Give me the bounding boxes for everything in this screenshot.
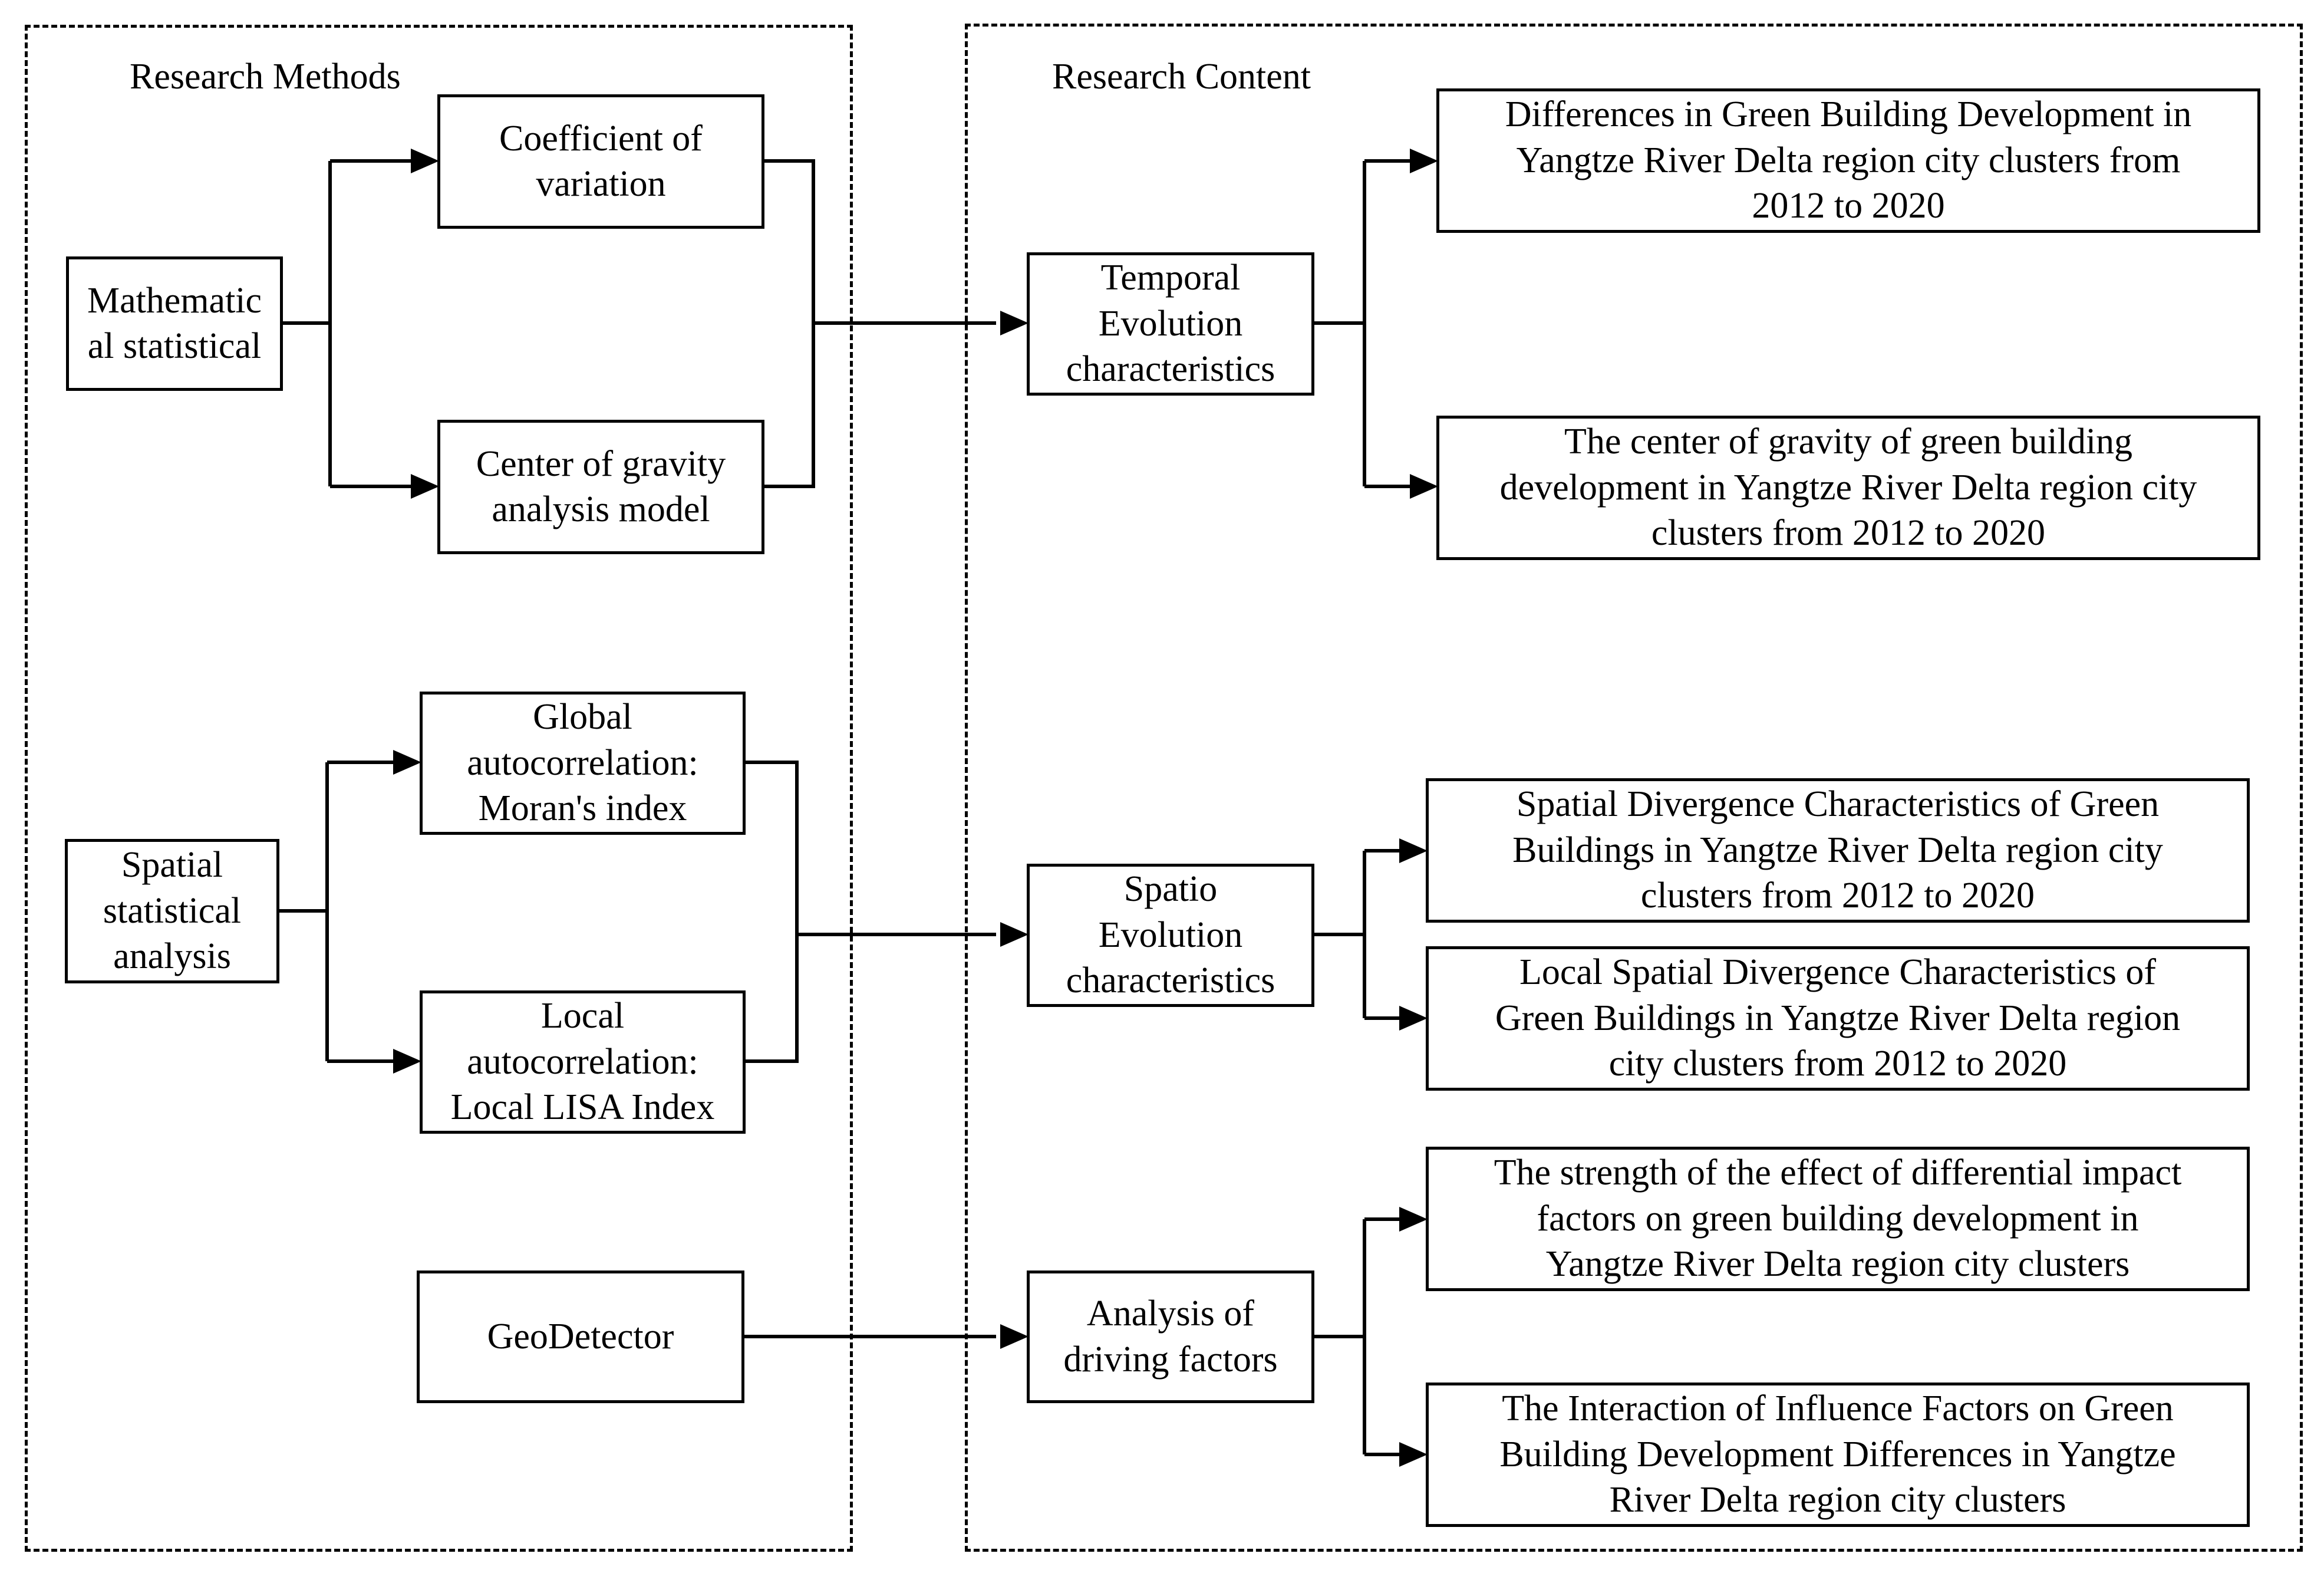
- temporal-evolution-box: Temporal Evolution characteristics: [1027, 252, 1314, 396]
- arrowhead-center-gravity: [1410, 474, 1438, 499]
- mathematical-statistical-box: Mathematic al statistical: [66, 256, 283, 391]
- research-methods-panel: [25, 25, 853, 1552]
- temporal-evolution-label: Temporal Evolution characteristics: [1066, 258, 1275, 390]
- differences-outcome-label: Differences in Green Building Developmen…: [1505, 94, 2192, 226]
- gravity-analysis-model-label: Center of gravity analysis model: [476, 443, 726, 530]
- global-autocorrelation-box: Global autocorrelation: Moran's index: [420, 692, 746, 835]
- global-autocorrelation-label: Global autocorrelation: Moran's index: [467, 697, 698, 829]
- spatial-divergence-outcome-label: Spatial Divergence Characteristics of Gr…: [1512, 784, 2163, 916]
- arrowhead-local-divergence: [1399, 1006, 1428, 1031]
- arrowhead-interaction: [1399, 1442, 1428, 1467]
- research-methods-title: Research Methods: [130, 57, 401, 97]
- driving-factors-label: Analysis of driving factors: [1063, 1293, 1278, 1380]
- arrowhead-spatio: [1000, 922, 1029, 947]
- arrowhead-differences: [1410, 149, 1438, 173]
- spatial-divergence-outcome-box: Spatial Divergence Characteristics of Gr…: [1426, 778, 2250, 923]
- center-gravity-outcome-box: The center of gravity of green building …: [1436, 416, 2260, 560]
- strength-effect-outcome-label: The strength of the effect of differenti…: [1494, 1153, 2182, 1285]
- connector-auto-out: [744, 761, 799, 1063]
- research-content-title: Research Content: [1052, 57, 1311, 97]
- arrowhead-temporal: [1000, 311, 1029, 335]
- differences-outcome-box: Differences in Green Building Developmen…: [1436, 88, 2260, 233]
- arrowhead-local-auto: [393, 1049, 421, 1074]
- connector-driving-split: [1313, 1219, 1366, 1454]
- connector-spatio-split: [1313, 851, 1366, 1018]
- spatial-statistical-analysis-label: Spatial statistical analysis: [103, 845, 242, 977]
- spatio-evolution-label: Spatio Evolution characteristics: [1066, 869, 1275, 1001]
- geodetector-label: GeoDetector: [487, 1316, 674, 1357]
- arrowhead-coefficient: [411, 149, 439, 173]
- connector-spatial-split: [278, 762, 329, 1061]
- spatio-evolution-box: Spatio Evolution characteristics: [1027, 864, 1314, 1007]
- driving-factors-box: Analysis of driving factors: [1027, 1271, 1314, 1403]
- local-divergence-outcome-label: Local Spatial Divergence Characteristics…: [1495, 952, 2181, 1084]
- connector-temporal-split: [1313, 161, 1366, 486]
- interaction-outcome-box: The Interaction of Influence Factors on …: [1426, 1383, 2250, 1527]
- local-autocorrelation-box: Local autocorrelation: Local LISA Index: [420, 990, 746, 1134]
- local-autocorrelation-label: Local autocorrelation: Local LISA Index: [450, 996, 715, 1128]
- coefficient-of-variation-label: Coefficient of variation: [499, 118, 703, 205]
- interaction-outcome-label: The Interaction of Influence Factors on …: [1499, 1388, 2176, 1520]
- arrowhead-strength-effect: [1399, 1207, 1428, 1232]
- center-gravity-outcome-label: The center of gravity of green building …: [1499, 422, 2197, 554]
- arrowhead-gravity-model: [411, 474, 439, 499]
- arrowhead-driving: [1000, 1324, 1029, 1349]
- research-content-panel: [965, 24, 2303, 1552]
- coefficient-of-variation-box: Coefficient of variation: [437, 94, 764, 229]
- arrowhead-global-auto: [393, 750, 421, 775]
- geodetector-box: GeoDetector: [417, 1271, 744, 1403]
- arrowhead-spatial-divergence: [1399, 838, 1428, 863]
- strength-effect-outcome-box: The strength of the effect of differenti…: [1426, 1147, 2250, 1291]
- spatial-statistical-analysis-box: Spatial statistical analysis: [65, 839, 279, 983]
- connector-coefficient-out: [763, 159, 815, 488]
- local-divergence-outcome-box: Local Spatial Divergence Characteristics…: [1426, 946, 2250, 1091]
- mathematical-statistical-label: Mathematic al statistical: [87, 280, 262, 367]
- gravity-analysis-model-box: Center of gravity analysis model: [437, 420, 764, 554]
- connector-math-split: [282, 161, 332, 486]
